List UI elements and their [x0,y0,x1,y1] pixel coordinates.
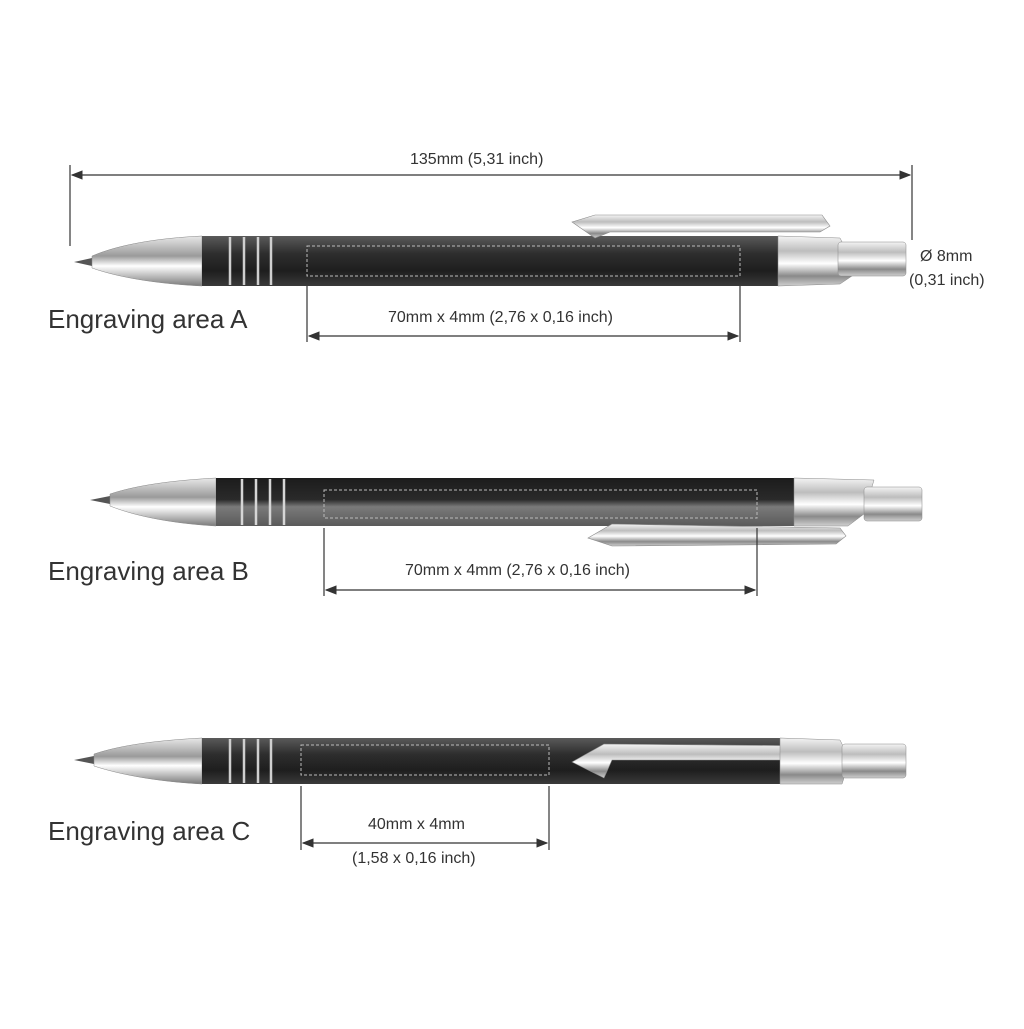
engraving-area-c-size-inch: (1,58 x 0,16 inch) [352,850,476,867]
diameter-mm-label: Ø 8mm [920,248,973,265]
engraving-area-b-box [323,489,758,519]
diameter-inch-label: (0,31 inch) [909,272,985,289]
pen-b [90,477,923,547]
engraving-area-c-box [300,744,550,776]
engraving-area-c-label: Engraving area C [48,816,251,846]
overall-length-label: 135mm (5,31 inch) [410,151,544,168]
engraving-area-c-size-mm: 40mm x 4mm [368,816,465,833]
overall-length-dimension [69,165,913,246]
engraving-area-a-box [306,245,741,277]
engraving-area-b-size: 70mm x 4mm (2,76 x 0,16 inch) [405,562,630,579]
dimension-a [306,286,741,342]
engraving-area-a-size: 70mm x 4mm (2,76 x 0,16 inch) [388,309,613,326]
engraving-area-a-label: Engraving area A [48,304,248,334]
dimension-b [323,528,758,596]
engraving-area-b-label: Engraving area B [48,556,249,586]
pen-c [74,737,907,785]
dimension-c [300,786,550,850]
pen-a [74,214,907,287]
